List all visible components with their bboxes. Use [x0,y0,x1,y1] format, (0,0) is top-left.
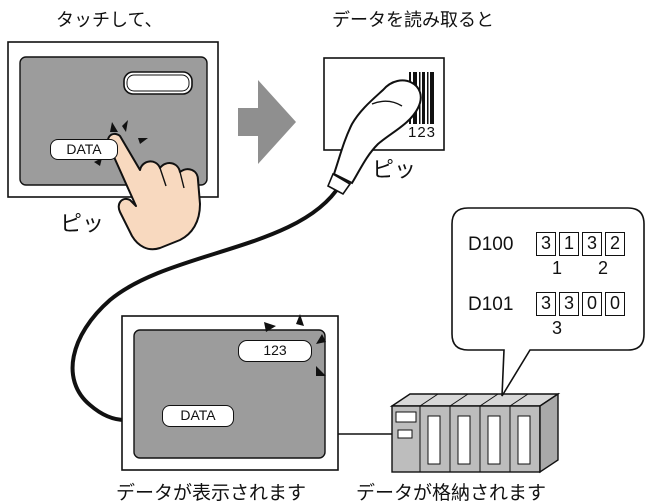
touch-sparks [94,120,148,166]
touch-panel-bottom [121,314,339,471]
caption-touch: タッチして、 [56,10,163,31]
data-button-bottom[interactable]: DATA [162,405,234,427]
register-cell: 2 [605,232,625,256]
register-note: 3 [552,318,563,338]
caption-beep-scan: ピッ [372,158,417,183]
register-cell: 1 [559,232,579,256]
register-cell: 3 [559,292,579,316]
plc-unit [389,392,561,474]
register-name-d101: D101 [468,294,514,315]
caption-displayed: データが表示されます [116,482,307,503]
caption-stored: データが格納されます [356,482,547,503]
hand-icon [106,132,201,251]
data-button-top[interactable]: DATA [50,139,118,160]
caption-read: データを読み取ると [332,10,494,31]
register-cell: 3 [536,232,556,256]
scanner-cable [70,183,342,422]
flow-arrow [238,80,296,164]
register-note: 2 [598,258,609,278]
register-cell: 3 [582,232,602,256]
register-cell: 0 [605,292,625,316]
blank-display-field [123,71,193,95]
register-cell: 0 [582,292,602,316]
caption-beep-touch: ピッ [60,212,105,237]
register-note: 1 [552,258,563,278]
barcode-scanner-icon [326,79,422,196]
register-cell: 3 [536,292,556,316]
register-name-d100: D100 [468,234,514,255]
barcode-digits: 123 [408,124,437,141]
value-display: 123 [238,340,312,362]
